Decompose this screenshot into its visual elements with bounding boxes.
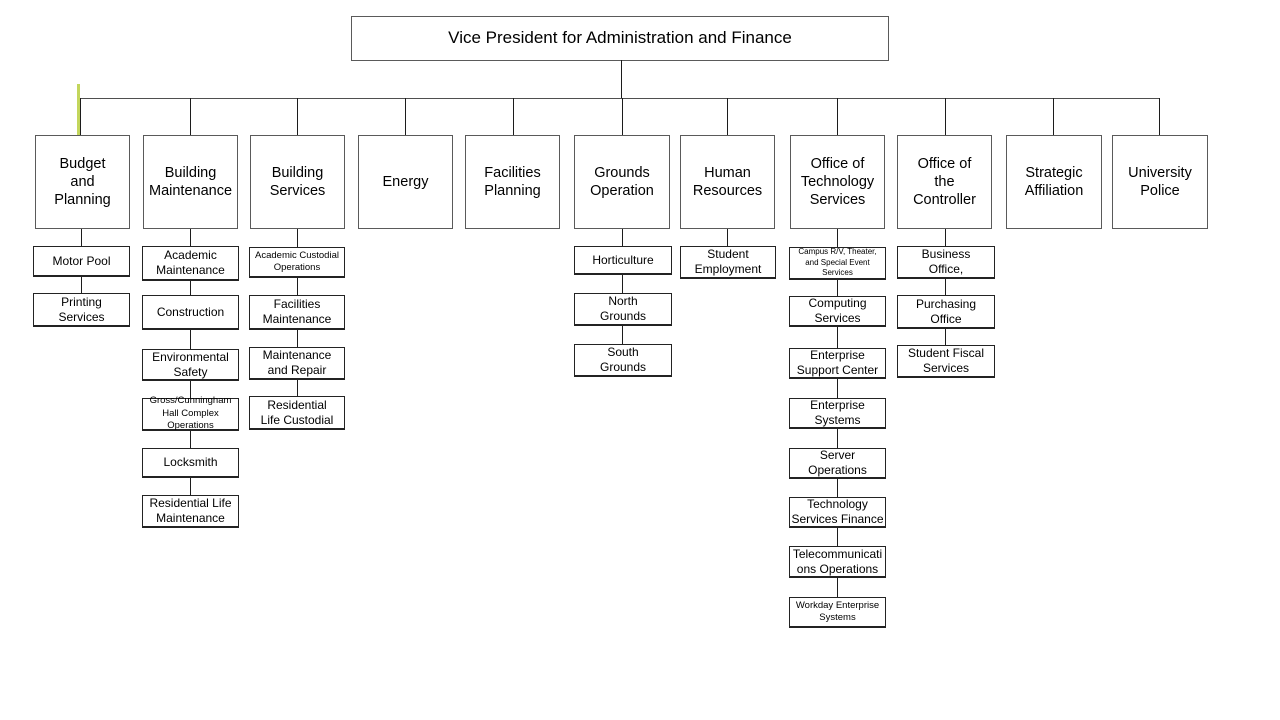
connector-line xyxy=(81,229,82,246)
connector-line xyxy=(190,229,191,246)
connector-line xyxy=(837,280,838,296)
org-box-budget-and-planning: Budget and Planning xyxy=(35,135,130,229)
org-box-computing-services: Computing Services xyxy=(789,296,886,327)
connector-line xyxy=(190,281,191,295)
org-box-campus-rv-theater-special-event-services: Campus R/V, Theater, and Special Event S… xyxy=(789,247,886,280)
org-box-south-grounds: South Grounds xyxy=(574,344,672,377)
connector-line xyxy=(190,381,191,398)
org-box-residential-life-custodial: Residential Life Custodial xyxy=(249,396,345,430)
org-box-business-office: Business Office, xyxy=(897,246,995,279)
org-box-maintenance-and-repair: Maintenance and Repair xyxy=(249,347,345,380)
org-box-locksmith: Locksmith xyxy=(142,448,239,478)
org-box-human-resources: Human Resources xyxy=(680,135,775,229)
connector-line xyxy=(81,277,82,293)
connector-line xyxy=(727,229,728,246)
connector-line xyxy=(945,279,946,295)
connector-line xyxy=(622,326,623,344)
org-box-office-of-technology-services: Office of Technology Services xyxy=(790,135,885,229)
org-box-construction: Construction xyxy=(142,295,239,330)
connector-line xyxy=(1053,98,1054,135)
connector-line xyxy=(79,98,1160,99)
org-box-gross-cunningham-hall-complex-operations: Gross/Cunningham Hall Complex Operations xyxy=(142,395,239,431)
connector-line xyxy=(837,479,838,497)
connector-line xyxy=(297,229,298,247)
org-box-printing-services: Printing Services xyxy=(33,293,130,327)
org-box-building-services: Building Services xyxy=(250,135,345,229)
org-box-north-grounds: North Grounds xyxy=(574,293,672,326)
connector-line xyxy=(837,429,838,448)
connector-line xyxy=(837,578,838,597)
org-box-academic-maintenance: Academic Maintenance xyxy=(142,246,239,281)
org-box-office-of-the-controller: Office of the Controller xyxy=(897,135,992,229)
connector-line xyxy=(80,98,81,135)
connector-line xyxy=(727,98,728,135)
connector-line xyxy=(621,60,622,98)
org-box-vice-president: Vice President for Administration and Fi… xyxy=(351,16,889,61)
org-box-building-maintenance: Building Maintenance xyxy=(143,135,238,229)
selection-highlight-line xyxy=(77,84,80,135)
connector-line xyxy=(837,229,838,247)
connector-line xyxy=(837,327,838,348)
org-box-telecommunications-operations: Telecommunicati ons Operations xyxy=(789,546,886,578)
org-box-purchasing-office: Purchasing Office xyxy=(897,295,995,329)
connector-line xyxy=(837,379,838,398)
org-box-residential-life-maintenance: Residential Life Maintenance xyxy=(142,495,239,528)
connector-line xyxy=(190,98,191,135)
connector-line xyxy=(622,275,623,293)
org-box-energy: Energy xyxy=(358,135,453,229)
org-box-facilities-maintenance: Facilities Maintenance xyxy=(249,295,345,330)
connector-line xyxy=(297,380,298,396)
connector-line xyxy=(837,528,838,546)
org-box-university-police: University Police xyxy=(1112,135,1208,229)
org-box-enterprise-support-center: Enterprise Support Center xyxy=(789,348,886,379)
org-box-academic-custodial-operations: Academic Custodial Operations xyxy=(249,247,345,278)
connector-line xyxy=(190,431,191,448)
connector-line xyxy=(513,98,514,135)
connector-line xyxy=(297,278,298,295)
org-box-environmental-safety: Environmental Safety xyxy=(142,349,239,381)
connector-line xyxy=(297,330,298,347)
connector-line xyxy=(297,98,298,135)
org-box-strategic-affiliation: Strategic Affiliation xyxy=(1006,135,1102,229)
connector-line xyxy=(190,478,191,495)
connector-line xyxy=(945,229,946,246)
connector-line xyxy=(622,98,623,135)
connector-line xyxy=(945,329,946,345)
org-box-horticulture: Horticulture xyxy=(574,246,672,275)
org-box-technology-services-finance: Technology Services Finance xyxy=(789,497,886,528)
org-box-student-fiscal-services: Student Fiscal Services xyxy=(897,345,995,378)
org-box-workday-enterprise-systems: Workday Enterprise Systems xyxy=(789,597,886,628)
connector-line xyxy=(1159,98,1160,135)
org-box-facilities-planning: Facilities Planning xyxy=(465,135,560,229)
org-box-student-employment: Student Employment xyxy=(680,246,776,279)
org-box-grounds-operation: Grounds Operation xyxy=(574,135,670,229)
connector-line xyxy=(405,98,406,135)
connector-line xyxy=(190,330,191,349)
org-box-motor-pool: Motor Pool xyxy=(33,246,130,277)
connector-line xyxy=(945,98,946,135)
connector-line xyxy=(837,98,838,135)
org-box-server-operations: Server Operations xyxy=(789,448,886,479)
org-box-enterprise-systems: Enterprise Systems xyxy=(789,398,886,429)
connector-line xyxy=(622,229,623,246)
